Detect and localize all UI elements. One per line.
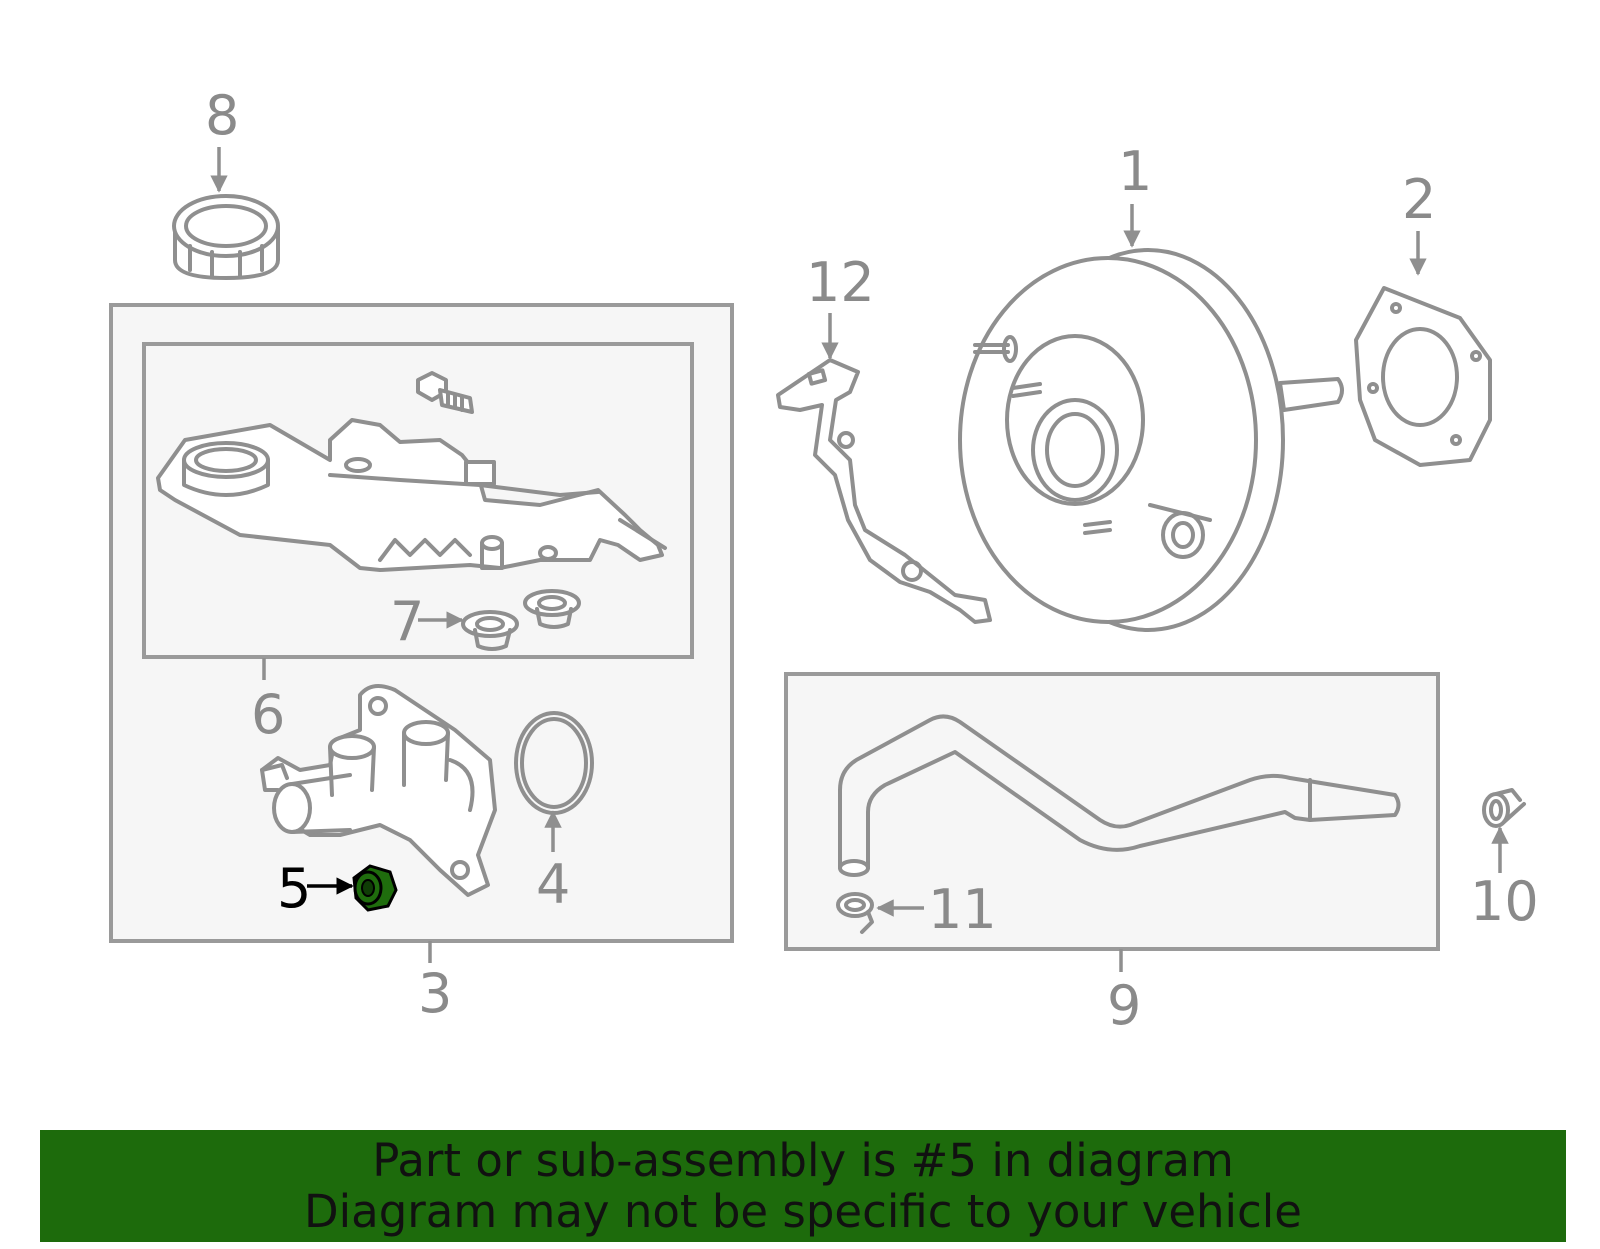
vacuum-hose-part-9[interactable] [838, 714, 1401, 877]
reservoir-cap-part-8[interactable] [172, 194, 280, 280]
callout-5: 5 [277, 857, 311, 920]
reservoir-bolt[interactable] [416, 371, 474, 414]
reservoir-tank-part-6[interactable] [156, 418, 667, 572]
assembly-box-9 [784, 672, 1440, 951]
callout-7: 7 [390, 590, 424, 653]
hose-clamp-part-11[interactable] [836, 892, 874, 934]
callout-11: 11 [928, 878, 997, 941]
callout-10: 10 [1470, 870, 1539, 933]
callout-2: 2 [1402, 168, 1436, 231]
brake-booster-part-1[interactable] [958, 248, 1344, 632]
info-banner: Part or sub-assembly is #5 in diagram Di… [40, 1130, 1566, 1242]
banner-line-2: Diagram may not be specific to your vehi… [304, 1185, 1302, 1238]
callout-6: 6 [251, 683, 285, 746]
callout-12: 12 [806, 251, 875, 314]
master-cylinder-part-3[interactable] [260, 684, 497, 897]
callout-9: 9 [1107, 974, 1141, 1037]
callout-1: 1 [1118, 140, 1152, 203]
hose-clamp-part-10[interactable] [1482, 788, 1526, 828]
banner-line-1: Part or sub-assembly is #5 in diagram [372, 1134, 1234, 1187]
grommets-part-7[interactable] [461, 589, 581, 651]
callout-4: 4 [536, 853, 570, 916]
nut-part-5[interactable] [352, 864, 398, 912]
callout-3: 3 [418, 962, 452, 1025]
booster-gasket-part-2[interactable] [1354, 286, 1492, 467]
bracket-part-12[interactable] [776, 358, 992, 624]
callout-8: 8 [205, 84, 239, 147]
